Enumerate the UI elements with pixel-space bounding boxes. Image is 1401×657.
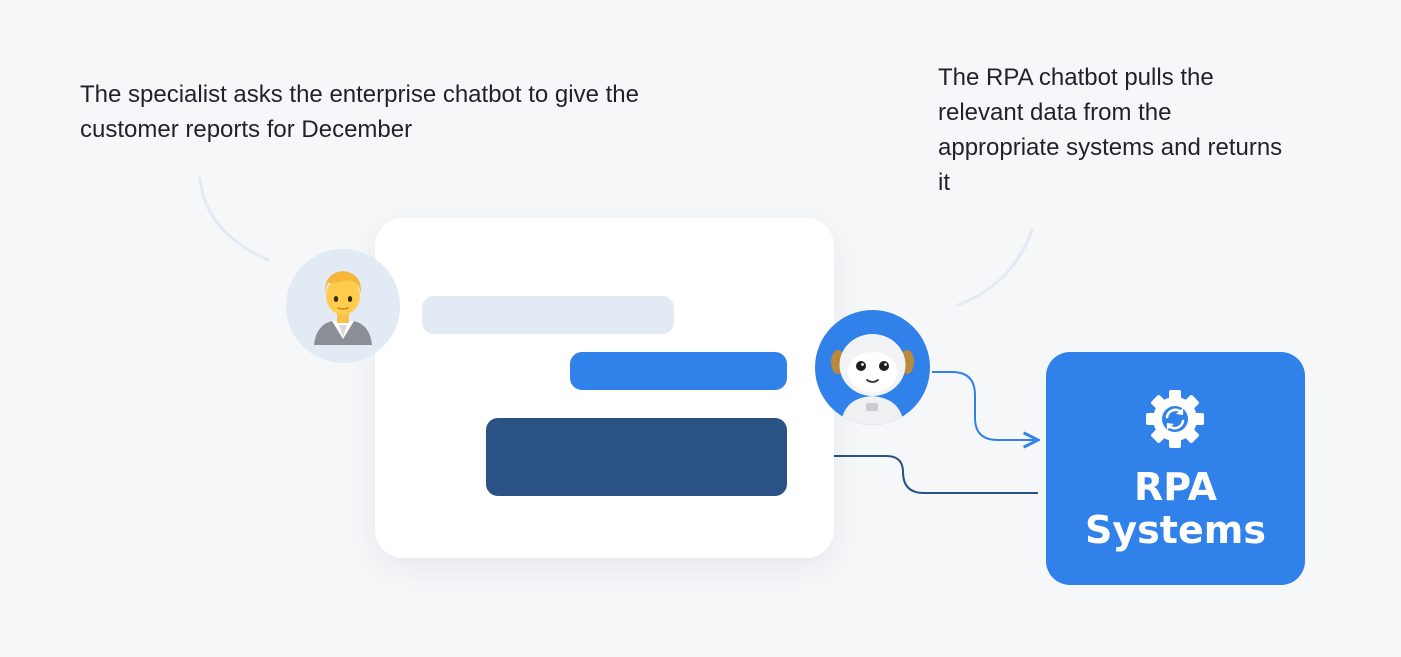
gear-sync-icon [1146,390,1204,448]
robot-icon [831,334,914,425]
rpa-chatbot-caption: The RPA chatbot pulls the relevant data … [938,64,1283,196]
user-message-bubble [422,296,674,334]
specialist-callout-line [198,176,270,262]
chatbot-message-bubble [570,352,787,390]
rpa-systems-line2: Systems [1085,508,1266,552]
report-message-bubble [486,418,787,496]
specialist-caption: The specialist asks the enterprise chatb… [80,81,639,143]
response-arrow [792,456,1038,494]
chatbot-callout-line [956,228,1034,307]
rpa-systems-title: RPA Systems [1046,466,1305,552]
specialist-avatar [286,249,400,363]
chatbot-avatar [815,310,930,425]
chat-window [375,218,834,558]
person-office-worker-icon [314,271,372,345]
rpa-systems-line1: RPA [1133,465,1218,509]
rpa-systems-box: RPA Systems [1046,352,1305,585]
request-arrow [932,371,1038,440]
